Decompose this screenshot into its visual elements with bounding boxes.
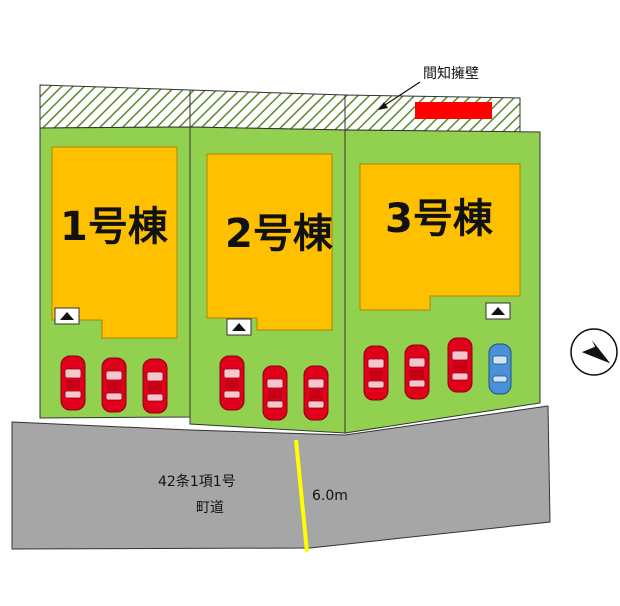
- car-lot3-c: [447, 337, 473, 393]
- road-classification: 42条1項1号: [158, 473, 236, 490]
- car-lot1-a: [60, 355, 86, 411]
- car-lot2-a: [219, 355, 245, 411]
- car-lot2-b: [262, 365, 288, 421]
- building-1: [51, 146, 178, 339]
- entrance-marker-1: [54, 307, 80, 325]
- road: [11, 405, 551, 550]
- car-lot3-a: [363, 345, 389, 401]
- retaining-wall-strip-2: [189, 89, 346, 131]
- road-width-line: [294, 439, 309, 553]
- building-3-label: 3号棟: [385, 196, 494, 242]
- retaining-wall-label: 間知擁壁: [423, 65, 479, 82]
- car-lot2-c: [303, 365, 329, 421]
- car-lot3-b: [404, 344, 430, 400]
- building-3: [359, 163, 521, 311]
- building-2: [206, 153, 333, 331]
- retaining-wall-strip-1: [39, 84, 191, 129]
- compass-north-icon: [570, 328, 618, 376]
- entrance-marker-2: [226, 318, 252, 336]
- retaining-wall-leader: [381, 81, 421, 108]
- retaining-wall-marker: [415, 102, 492, 119]
- road-width: 6.0m: [312, 488, 348, 504]
- building-2-label: 2号棟: [225, 211, 334, 257]
- car-lot1-c: [142, 358, 168, 414]
- car-lot1-b: [101, 357, 127, 413]
- car-lot3-d-blue: [488, 343, 512, 395]
- building-1-label: 1号棟: [60, 204, 169, 250]
- entrance-marker-3: [485, 302, 511, 320]
- road-type: 町道: [196, 500, 224, 516]
